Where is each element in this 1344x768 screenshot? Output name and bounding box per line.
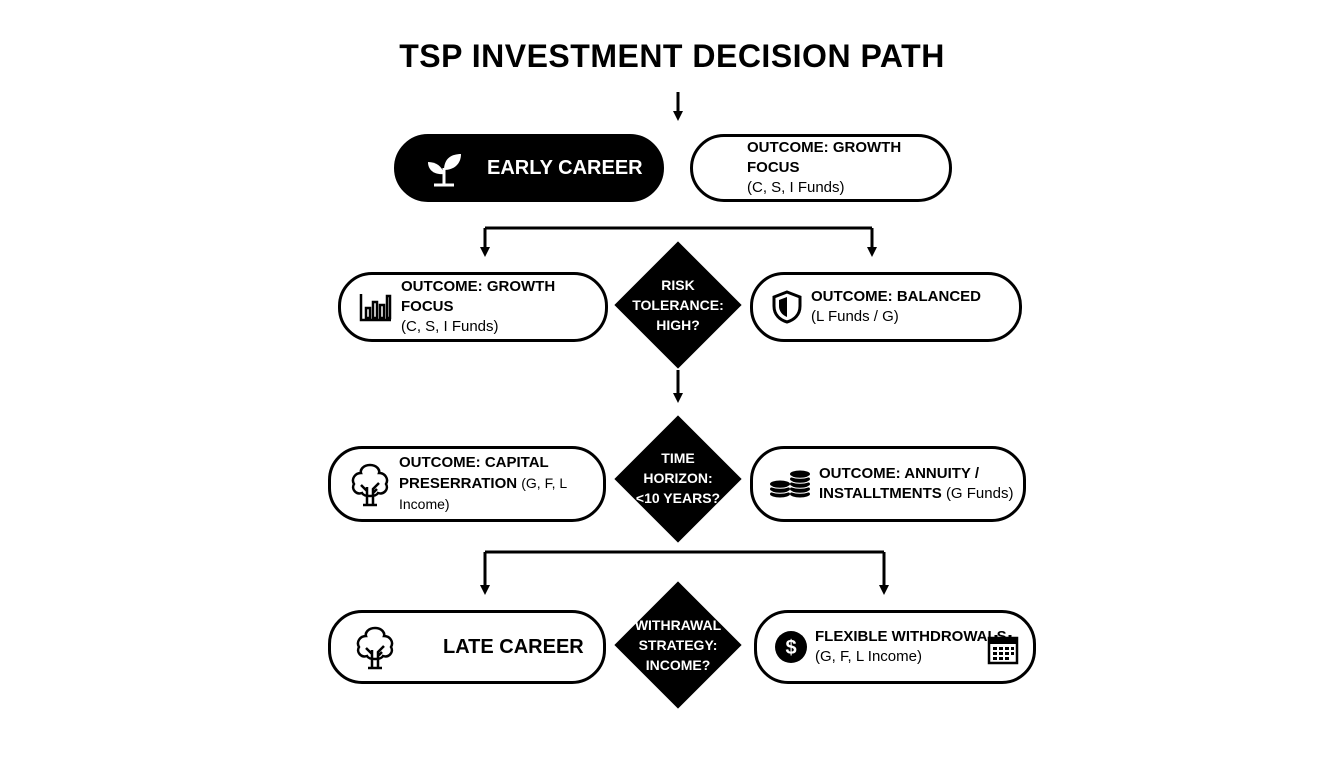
outcome-capital-node: OUTCOME: CAPITAL PRESERRATION (G, F, L I… [328, 446, 606, 522]
late-career-node: LATE CAREER [328, 610, 606, 684]
outcome-top-head: OUTCOME: GROWTH FOCUS [747, 139, 902, 176]
outcome-capital-head2: PRESERRATION [399, 475, 518, 492]
outcome-growth-node: OUTCOME: GROWTH FOCUS (C, S, I Funds) [338, 272, 608, 342]
diagram-title: TSP INVESTMENT DECISION PATH [399, 38, 945, 74]
outcome-annuity-node: OUTCOME: ANNUITY / INSTALLTMENTS (G Fund… [750, 446, 1026, 522]
outcome-annuity-head: OUTCOME: ANNUITY / [819, 465, 979, 482]
time-line3: <10 YEARS? [635, 490, 721, 506]
outcome-capital-detail: (G, F, L Income) [399, 475, 567, 512]
outcome-top-node: OUTCOME: GROWTH FOCUS (C, S, I Funds) [690, 134, 952, 202]
outcome-growth-detail: (C, S, I Funds) [401, 318, 499, 335]
risk-line3: HIGH? [656, 317, 700, 333]
calendar-icon [987, 633, 1019, 665]
risk-line2: TOLERANCE: [632, 297, 724, 313]
withdrawal-line2: STRATEGY: [638, 637, 718, 653]
bar-chart-icon [353, 292, 399, 322]
outcome-balanced-head: OUTCOME: BALANCED [811, 288, 981, 305]
withdrawal-decision-label: WITHRAWAL STRATEGY: INCOME? [613, 615, 743, 675]
tree-icon [343, 624, 407, 670]
flexible-head: FLEXIBLE WITHDROWALS [815, 628, 1007, 645]
flexible-detail: (G, F, L Income) [815, 648, 922, 665]
risk-decision-label: RISK TOLERANCE: HIGH? [613, 275, 743, 335]
late-career-label: LATE CAREER [443, 635, 584, 658]
svg-text:$: $ [785, 637, 796, 659]
risk-line1: RISK [661, 277, 695, 293]
sprout-icon [409, 148, 479, 188]
withdrawal-line3: INCOME? [645, 657, 711, 673]
withdrawal-line1: WITHRAWAL [634, 617, 722, 633]
coins-icon [765, 469, 815, 499]
outcome-balanced-detail: (L Funds / G) [811, 308, 899, 325]
outcome-balanced-node: OUTCOME: BALANCED (L Funds / G) [750, 272, 1022, 342]
outcome-top-detail: (C, S, I Funds) [747, 179, 845, 196]
time-decision-label: TIME HORIZON: <10 YEARS? [613, 448, 743, 508]
outcome-growth-head: OUTCOME: GROWTH FOCUS [401, 278, 556, 315]
outcome-capital-head: OUTCOME: CAPITAL [399, 454, 549, 471]
shield-icon [765, 290, 809, 324]
outcome-annuity-head2: INSTALLTMENTS [819, 485, 942, 502]
early-career-node: EARLY CAREER [394, 134, 664, 202]
flexible-withdrawals-node: $ FLEXIBLE WITHDROWALS (G, F, L Income) [754, 610, 1036, 684]
early-career-label: EARLY CAREER [487, 156, 643, 179]
time-line1: TIME [661, 450, 695, 466]
dollar-icon: $ [769, 630, 813, 664]
outcome-annuity-detail: (G Funds) [945, 485, 1014, 502]
time-line2: HORIZON: [643, 470, 713, 486]
tree-icon [341, 461, 399, 507]
